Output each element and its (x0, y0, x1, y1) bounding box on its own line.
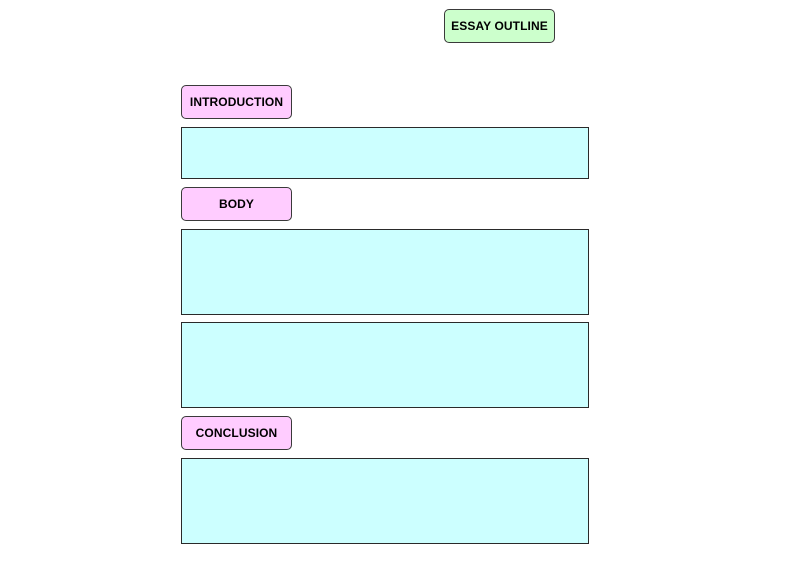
body-box-2[interactable] (181, 322, 589, 408)
conclusion-box[interactable] (181, 458, 589, 544)
conclusion-label: CONCLUSION (181, 416, 292, 450)
body-box-1[interactable] (181, 229, 589, 315)
introduction-box[interactable] (181, 127, 589, 179)
essay-outline-title: ESSAY OUTLINE (444, 9, 555, 43)
body-label: BODY (181, 187, 292, 221)
introduction-label: INTRODUCTION (181, 85, 292, 119)
